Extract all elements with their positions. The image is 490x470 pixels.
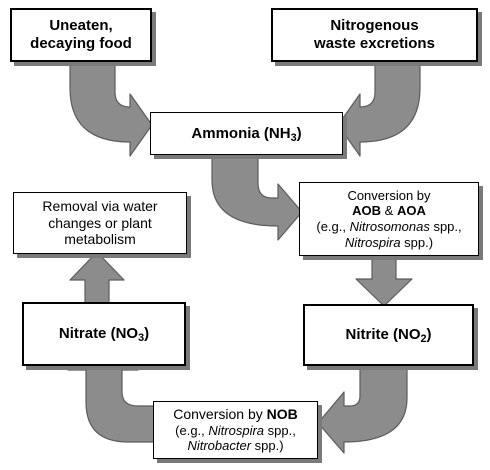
nitrate-label: Nitrate (NO3) [58, 325, 150, 345]
ammonia-box: Ammonia (NH3) [150, 112, 343, 155]
nitrite-box: Nitrite (NO2) [303, 304, 474, 366]
arrow-food-to-ammonia [69, 59, 153, 157]
nitrogenous-waste-box: Nitrogenous waste excretions [271, 8, 478, 62]
arrow-ammonia-to-aob [211, 154, 303, 241]
uneaten-food-line-1: Uneaten, [49, 17, 113, 35]
arrow-nob-to-nitrate [67, 360, 157, 443]
removal-line-2: changes or plant [48, 214, 152, 231]
uneaten-food-box: Uneaten, decaying food [10, 8, 152, 62]
removal-line-3: metabolism [64, 231, 136, 248]
arrow-nitrate-to-removal [69, 251, 125, 305]
nitrite-label: Nitrite (NO2) [345, 326, 432, 346]
conversion-nob-box: Conversion by NOB (e.g., Nitrospira spp.… [153, 401, 318, 459]
arrow-aob-to-nitrite [355, 255, 413, 307]
conversion-aob-line-1: Conversion by [347, 187, 431, 203]
removal-line-1: Removal via water [42, 198, 158, 215]
nitrogenous-waste-line-1: Nitrogenous [330, 17, 419, 35]
conversion-aob-box: Conversion by AOB & AOA (e.g., Nitrosomo… [299, 182, 479, 256]
conversion-aob-line-3: (e.g., Nitrosomonas spp., [316, 219, 462, 234]
conversion-aob-line-4: Nitrospira spp.) [344, 234, 434, 250]
nitrate-box: Nitrate (NO3) [22, 302, 186, 366]
nitrogenous-waste-line-2: waste excretions [314, 35, 435, 52]
conversion-nob-line-2: (e.g., Nitrospira spp., [175, 422, 296, 438]
arrow-waste-to-ammonia [337, 59, 421, 157]
conversion-aob-line-2: AOB & AOA [352, 203, 426, 219]
removal-box: Removal via water changes or plant metab… [13, 192, 187, 254]
conversion-nob-line-3: Nitrobacter spp.) [187, 438, 284, 454]
conversion-nob-line-1: Conversion by NOB [173, 406, 298, 422]
uneaten-food-line-2: decaying food [30, 35, 132, 52]
arrow-nitrite-to-nob [317, 365, 408, 454]
ammonia-label: Ammonia (NH3) [191, 124, 302, 144]
